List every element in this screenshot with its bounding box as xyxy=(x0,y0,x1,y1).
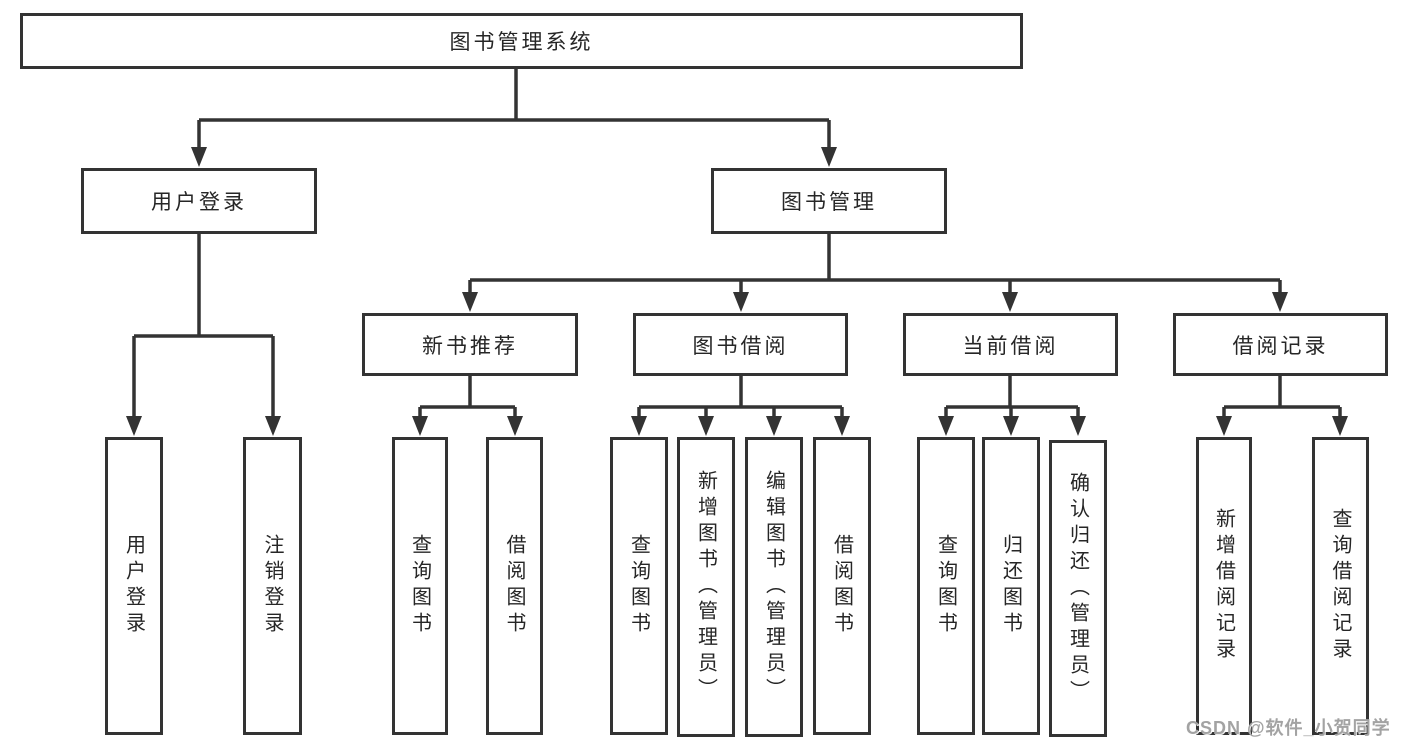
leaf-borrow-books-borrow: 借阅图书 xyxy=(813,437,871,735)
leaf-query-books-borrow: 查询图书 xyxy=(610,437,668,735)
watermark: CSDN @软件_小贺同学 xyxy=(1186,718,1391,738)
arrowhead-icon xyxy=(1002,292,1018,312)
leaf-borrow-books-recommend: 借阅图书 xyxy=(486,437,543,735)
leaf-add-borrow-record: 新增借阅记录 xyxy=(1196,437,1252,735)
leaf-query-books-current: 查询图书 xyxy=(917,437,975,735)
leaf-return-book: 归还图书 xyxy=(982,437,1040,735)
arrowhead-icon xyxy=(834,416,850,436)
leaf-user-login: 用户登录 xyxy=(105,437,163,735)
arrowhead-icon xyxy=(821,147,837,167)
arrowhead-icon xyxy=(1272,292,1288,312)
node-new-book-recommend: 新书推荐 xyxy=(362,313,578,376)
node-borrow-records: 借阅记录 xyxy=(1173,313,1388,376)
arrowhead-icon xyxy=(1003,416,1019,436)
arrowhead-icon xyxy=(1216,416,1232,436)
arrowhead-icon xyxy=(631,416,647,436)
arrowhead-icon xyxy=(462,292,478,312)
leaf-query-borrow-record: 查询借阅记录 xyxy=(1312,437,1369,735)
arrowhead-icon xyxy=(191,147,207,167)
leaf-confirm-return-admin: 确认归还（管理员） xyxy=(1049,440,1107,737)
node-user-login: 用户登录 xyxy=(81,168,317,234)
leaf-add-book-admin: 新增图书（管理员） xyxy=(677,437,735,737)
leaf-edit-book-admin: 编辑图书（管理员） xyxy=(745,437,803,737)
arrowheads xyxy=(126,147,1348,436)
arrowhead-icon xyxy=(1332,416,1348,436)
node-book-management: 图书管理 xyxy=(711,168,947,234)
connector-path xyxy=(132,69,1342,418)
leaf-query-books-recommend: 查询图书 xyxy=(392,437,448,735)
arrowhead-icon xyxy=(1070,416,1086,436)
arrowhead-icon xyxy=(507,416,523,436)
arrowhead-icon xyxy=(126,416,142,436)
arrowhead-icon xyxy=(766,416,782,436)
arrowhead-icon xyxy=(698,416,714,436)
arrowhead-icon xyxy=(938,416,954,436)
node-root: 图书管理系统 xyxy=(20,13,1023,69)
arrowhead-icon xyxy=(412,416,428,436)
arrowhead-icon xyxy=(733,292,749,312)
leaf-logout: 注销登录 xyxy=(243,437,302,735)
arrowhead-icon xyxy=(265,416,281,436)
node-current-borrow: 当前借阅 xyxy=(903,313,1118,376)
node-book-borrow: 图书借阅 xyxy=(633,313,848,376)
